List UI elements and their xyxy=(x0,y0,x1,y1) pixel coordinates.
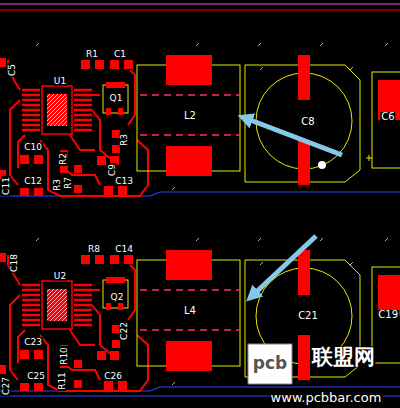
designator: C22 xyxy=(120,321,129,341)
designator: C26 xyxy=(103,372,123,381)
part-name: C8 xyxy=(300,117,315,127)
designator: C25 xyxy=(26,372,46,381)
designator: R8 xyxy=(87,245,101,254)
designator: R3 xyxy=(53,178,62,192)
watermark: www.pcbbar.com xyxy=(270,391,383,404)
designator: Q2 xyxy=(110,293,125,302)
designator: R7 xyxy=(64,176,73,190)
designator: R1 xyxy=(85,50,99,59)
designator: C11 xyxy=(1,176,10,196)
watermark: 联盟网 xyxy=(311,347,376,368)
designator: C14 xyxy=(114,245,134,254)
designator: C10 xyxy=(23,143,43,152)
designator: C12 xyxy=(23,177,43,186)
designator: C13 xyxy=(114,177,134,186)
designator: R2 xyxy=(59,152,68,166)
part-name: L4 xyxy=(183,306,197,316)
designator: C9 xyxy=(108,163,117,177)
designator: C5 xyxy=(8,63,17,77)
part-name: C21 xyxy=(297,311,319,321)
designator: R3 xyxy=(120,133,129,147)
designator: C27 xyxy=(2,376,11,396)
part-name: L2 xyxy=(183,111,197,121)
designator: C18 xyxy=(10,253,19,273)
callout-arrow xyxy=(245,118,342,155)
designator: R11 xyxy=(58,371,67,391)
designator: U2 xyxy=(53,272,67,281)
designator: R10 xyxy=(60,346,69,366)
callout-arrow xyxy=(252,236,316,296)
watermark: pcb xyxy=(252,355,288,372)
logo-box xyxy=(248,344,292,384)
designator: Q1 xyxy=(109,94,124,103)
designator: U1 xyxy=(53,77,67,86)
part-name: C19 xyxy=(377,310,399,320)
designator: C1 xyxy=(113,50,127,59)
part-name: C6 xyxy=(380,112,395,122)
designator: C23 xyxy=(23,338,43,347)
